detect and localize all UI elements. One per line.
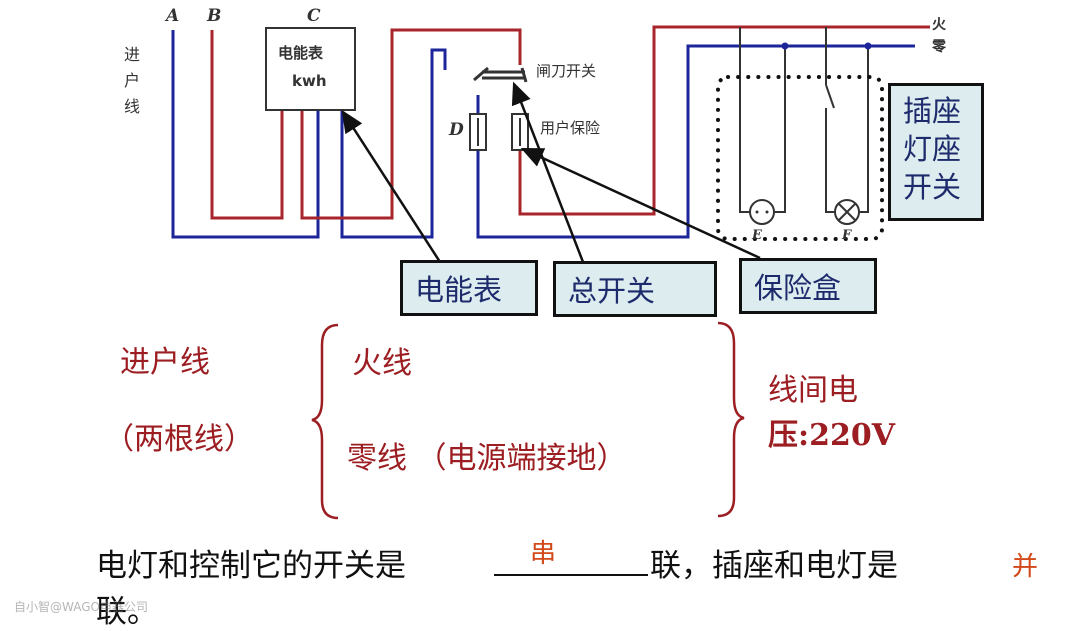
callout-socket-lamp-switch: 插座 灯座 开关: [888, 83, 984, 221]
lamp-wire-neutral: [858, 46, 869, 213]
callout-fuse-box-text: 保险盒: [754, 271, 842, 305]
dotted-enclosure: [716, 75, 884, 241]
side-box-line: 开关: [903, 170, 962, 204]
neutral-wire-meter-out: [340, 48, 447, 239]
socket-wire: [739, 27, 750, 213]
neutral-wires: [171, 30, 915, 239]
side-box-line: 灯座: [903, 132, 962, 166]
socket-wire-neutral: [774, 46, 786, 213]
answer-series: 串: [530, 539, 557, 569]
arrow-to-switch: [511, 81, 585, 263]
callout-fuse-box: 保险盒: [739, 258, 877, 314]
two-wires-note: （两根线）: [104, 422, 254, 457]
label-char: 进: [124, 45, 141, 64]
neutral-line-label: 零: [932, 39, 946, 55]
socket-icon: [749, 199, 775, 225]
meter-box-title: 电能表: [278, 44, 324, 62]
live-wire-incoming: [210, 30, 284, 220]
pointer-arrows: [341, 81, 761, 263]
lamp-wire: [825, 108, 836, 213]
label-char: 户: [124, 71, 141, 90]
callout-main-switch-text: 总开关: [568, 274, 656, 308]
meter-box: [265, 27, 356, 111]
arrow-to-meter: [341, 109, 442, 263]
lamp-switch-blade: [825, 84, 835, 109]
user-fuse-label: 用户保险: [540, 119, 601, 137]
terminal-letter-a: A: [166, 6, 180, 26]
device-letter-f: F: [842, 228, 852, 243]
right-brace: [717, 321, 745, 518]
watermark: 自小智@WAGO电器公司: [14, 600, 148, 614]
voltage-label-line2: 压:220V: [768, 418, 895, 453]
knife-switch-label: 闸刀开关: [536, 62, 597, 80]
terminal-letter-c: C: [307, 6, 321, 26]
incoming-line-heading: 进户线: [120, 345, 210, 380]
load-wires: [739, 27, 869, 213]
live-wire-label: 火线: [352, 346, 412, 381]
live-wires: [210, 25, 930, 220]
terminal-letter-d: D: [449, 120, 464, 140]
question-part2: 联，插座和电灯是: [650, 548, 898, 584]
neutral-wire-d-branch: [476, 44, 915, 239]
arrow-to-fuse: [520, 147, 761, 260]
meter-box-unit: kwh: [292, 72, 327, 90]
neutral-wire-label: 零线 （电源端接地）: [347, 441, 627, 476]
device-letter-e: E: [752, 228, 762, 243]
incoming-line-vertical-label: 进 户 线: [124, 42, 140, 120]
live-wire-meter-out: [300, 28, 522, 220]
answer-parallel: 并: [1012, 552, 1039, 582]
left-brace: [311, 323, 339, 520]
question-part1: 电灯和控制它的开关是: [96, 548, 406, 584]
junction-dot: [781, 42, 789, 50]
lamp-icon: [834, 199, 860, 225]
callout-meter-text: 电能表: [415, 273, 503, 307]
side-box-line: 插座: [903, 94, 962, 128]
callout-main-switch: 总开关: [553, 261, 717, 317]
live-wire-fuse-out: [518, 25, 930, 216]
junction-dot: [864, 42, 872, 50]
label-char: 线: [124, 97, 141, 116]
callout-meter: 电能表: [400, 260, 538, 316]
live-line-label: 火: [932, 17, 946, 33]
question-part3: 联。: [96, 594, 158, 630]
knife-switch-icon: [473, 66, 528, 83]
voltage-label-line1: 线间电: [768, 373, 858, 408]
neutral-wire-incoming: [171, 30, 320, 239]
terminal-letter-b: B: [207, 6, 222, 26]
